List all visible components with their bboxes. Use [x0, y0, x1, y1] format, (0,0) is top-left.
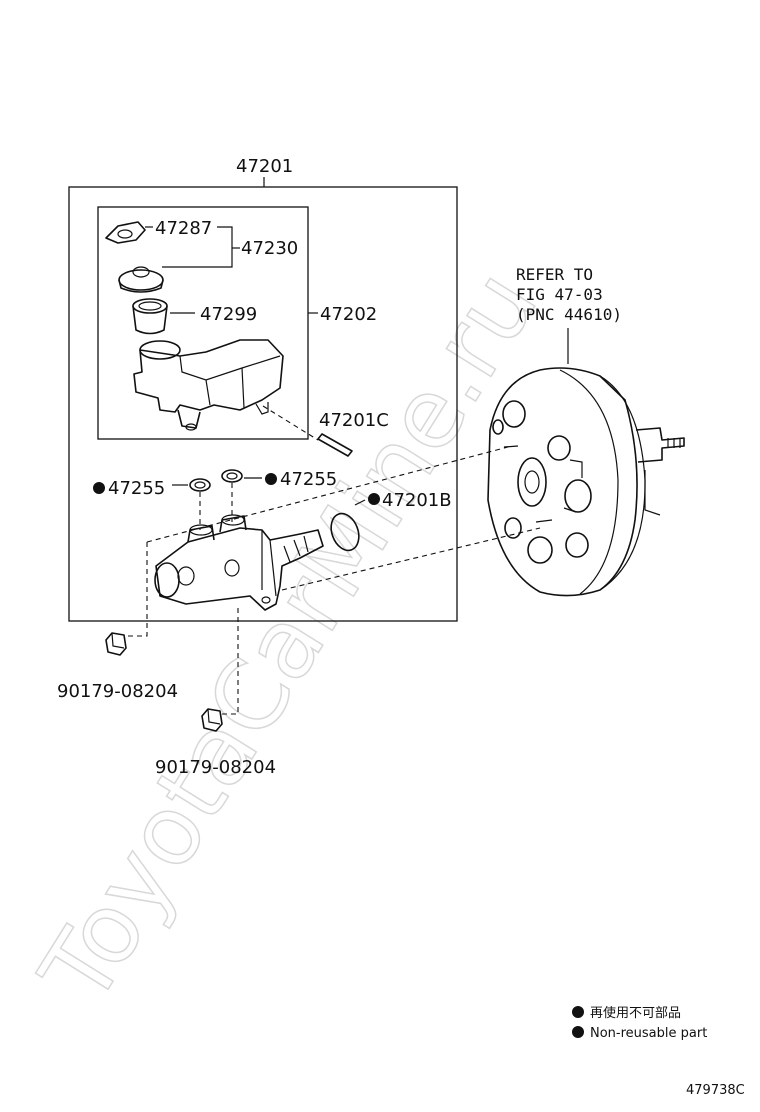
legend-en-text: Non-reusable part [590, 1026, 707, 1041]
plug-lower-part [201, 708, 223, 732]
grommet-right-part [221, 469, 243, 483]
oring-leader [354, 499, 366, 506]
label-47287[interactable]: 47287 [155, 218, 212, 239]
refer-line-1[interactable]: REFER TO [516, 265, 593, 284]
label-47201[interactable]: 47201 [236, 156, 293, 177]
label-47255-left[interactable]: 47255 [108, 478, 165, 499]
label-47299[interactable]: 47299 [200, 304, 257, 325]
pin-part [317, 433, 353, 457]
label-47255-right[interactable]: 47255 [280, 469, 337, 490]
oring-part [330, 512, 360, 552]
cap-bracket-leader [162, 226, 233, 268]
refer-line-3[interactable]: (PNC 44610) [516, 305, 622, 324]
figure-id: 479738C [686, 1083, 745, 1098]
reservoir-cap-part [118, 266, 164, 293]
gasket-part [105, 221, 146, 244]
brake-booster-part [487, 367, 685, 597]
label-47201C[interactable]: 47201C [319, 410, 389, 431]
label-47201B[interactable]: 47201B [382, 490, 452, 511]
label-90179-08204-lower[interactable]: 90179-08204 [155, 757, 276, 778]
label-90179-08204-upper[interactable]: 90179-08204 [57, 681, 178, 702]
non-reusable-mark-left [93, 482, 105, 494]
reservoir-frame [97, 206, 309, 440]
plug-upper-guide [124, 542, 148, 637]
non-reusable-mark-oring [368, 493, 380, 505]
strainer-part [132, 298, 168, 335]
reservoir-tank-part [133, 339, 284, 431]
legend-mark-jp [572, 1006, 584, 1018]
label-47230[interactable]: 47230 [241, 238, 298, 259]
assembly-frame [68, 186, 458, 622]
legend-mark-en [572, 1026, 584, 1038]
grommet-left-part [189, 478, 211, 492]
watermark-text: ToyotaCarMine.ru [19, 252, 559, 1023]
non-reusable-mark-right [265, 473, 277, 485]
legend-jp-text: 再使用不可部品 [590, 1005, 681, 1021]
refer-line-2[interactable]: FIG 47-03 [516, 285, 603, 304]
label-47202[interactable]: 47202 [320, 304, 377, 325]
pin-guide [262, 405, 319, 441]
plug-upper-part [105, 632, 127, 656]
